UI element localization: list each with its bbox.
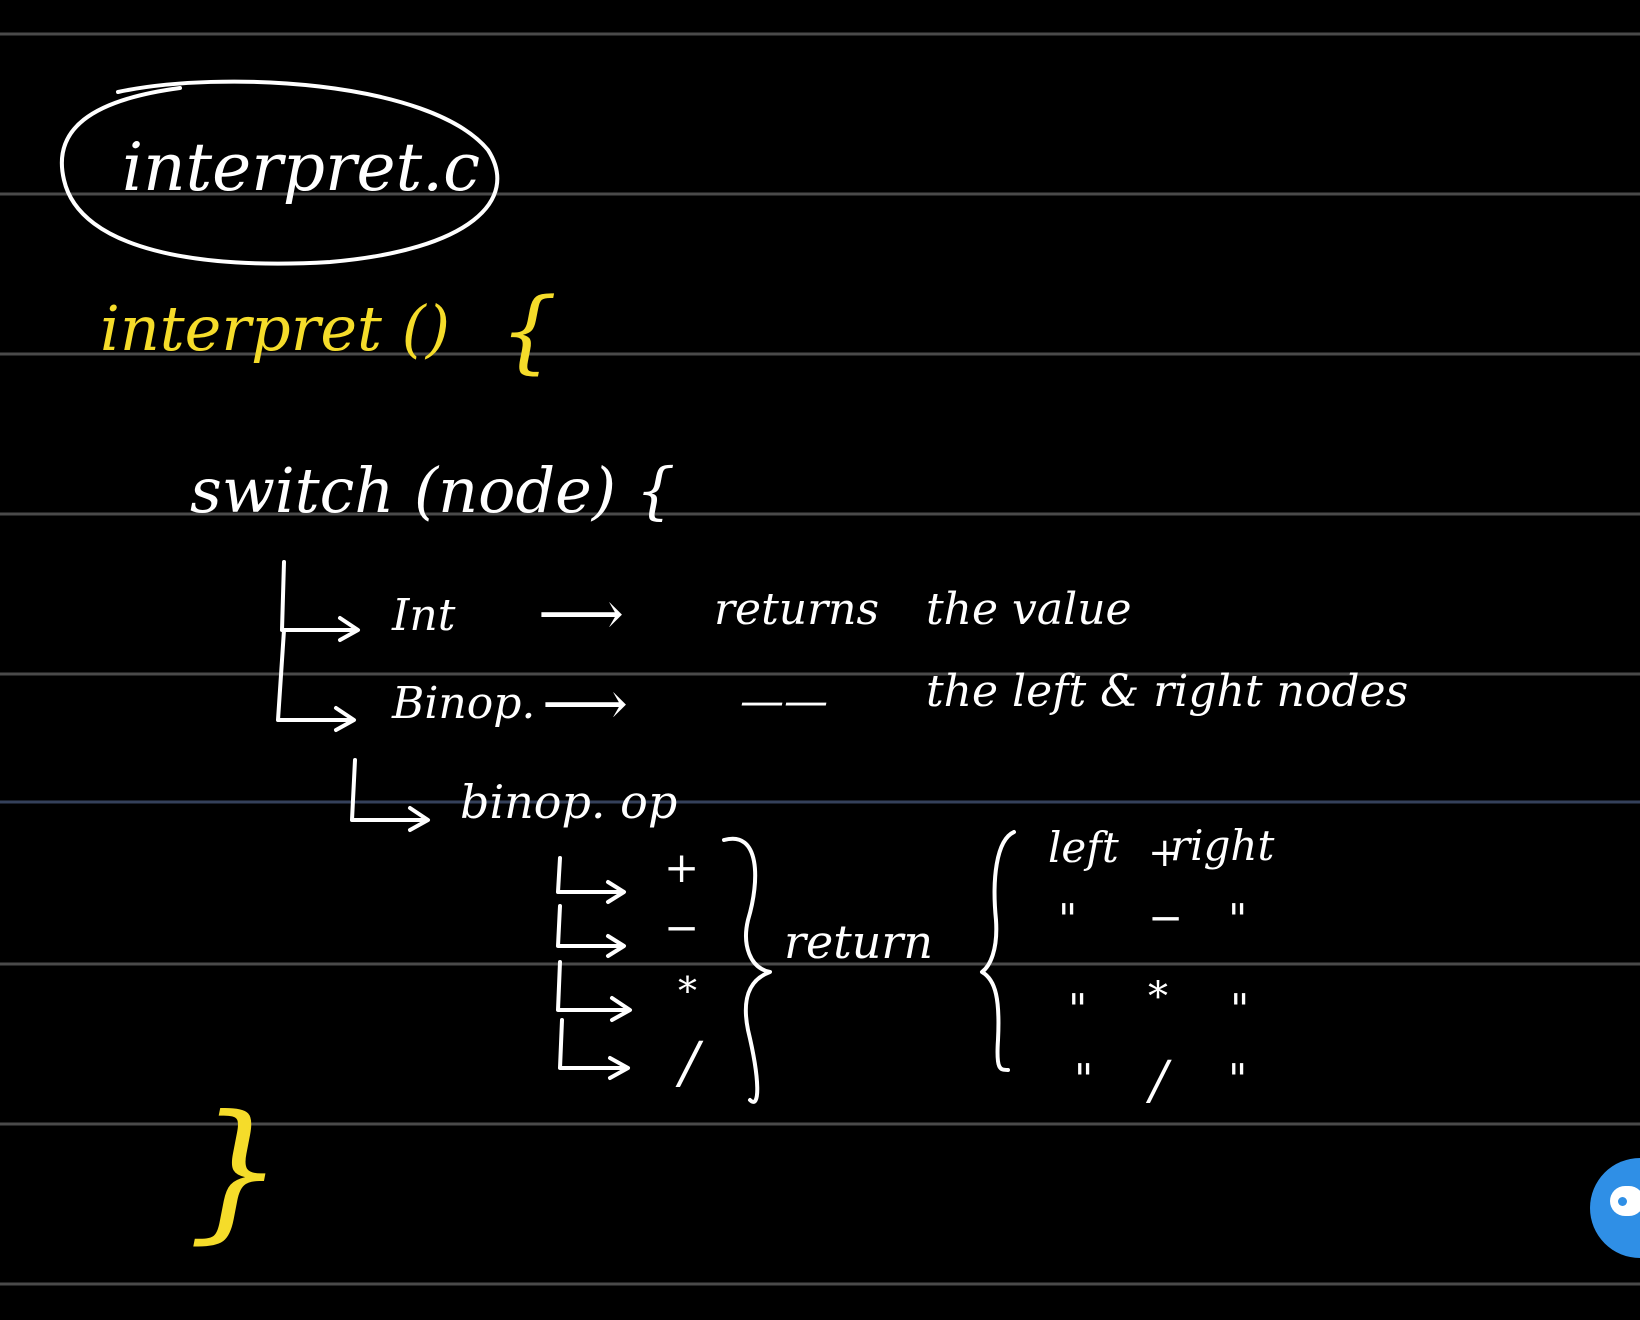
result-right-1: ": [1228, 895, 1247, 944]
branch-binop-label: Binop.: [391, 678, 535, 729]
arrowhead-op-plus: [606, 880, 626, 904]
operator-group-brace: [722, 836, 772, 1104]
switch-statement: switch (node) {: [190, 454, 675, 527]
branch-binop-result: the left & right nodes: [926, 666, 1408, 717]
title-ellipse: [59, 79, 500, 266]
arrowhead-binop-op: [408, 806, 430, 832]
chat-bubble-icon: [1610, 1186, 1640, 1216]
operator-times: *: [678, 969, 697, 1013]
result-op-3: /: [1145, 1051, 1172, 1111]
result-op-1: −: [1148, 893, 1183, 942]
file-title: interpret.c: [122, 129, 480, 206]
function-close-brace: }: [188, 1084, 283, 1258]
result-op-0: +: [1148, 830, 1182, 876]
result-left-3: ": [1074, 1055, 1093, 1104]
connector-binop-op: [350, 758, 427, 822]
branch-int-result: the value: [926, 584, 1132, 635]
branch-connectors: [276, 560, 430, 832]
result-left-1: ": [1058, 895, 1077, 944]
connector-op-times: [556, 960, 630, 1012]
operator-plus: +: [664, 843, 699, 892]
branch-int-arrow: ⟶: [538, 579, 624, 649]
arrowhead-op-divide: [608, 1056, 630, 1080]
connector-binop: [276, 628, 352, 722]
result-left-2: ": [1068, 985, 1087, 1034]
results-group-brace: [980, 830, 1016, 1072]
result-right-2: ": [1230, 985, 1249, 1034]
result-op-2: *: [1148, 974, 1168, 1020]
operator-divide: /: [675, 1031, 704, 1096]
connector-op-plus: [556, 856, 624, 894]
arrowhead-int: [338, 616, 360, 642]
result-right-0: right: [1170, 821, 1274, 870]
result-left-0: left: [1048, 823, 1119, 872]
function-signature: interpret (): [100, 292, 450, 365]
arrowhead-op-times: [610, 996, 632, 1022]
connector-op-divide: [558, 1018, 628, 1070]
branch-int-action: returns: [714, 584, 879, 635]
operator-connectors: [556, 856, 632, 1080]
connector-op-minus: [556, 904, 624, 948]
return-keyword: return: [784, 915, 933, 969]
branch-binop-op-label: binop. op: [460, 775, 677, 829]
branch-binop-action: ——: [740, 676, 828, 727]
arrowhead-op-minus: [606, 934, 626, 958]
result-right-3: ": [1228, 1055, 1247, 1104]
operator-minus: −: [664, 903, 699, 952]
ruled-lines: [0, 32, 1640, 1286]
branch-int-label: Int: [391, 590, 456, 641]
function-open-brace: {: [500, 279, 557, 384]
arrowhead-binop: [334, 706, 356, 732]
branch-binop-arrow: ⟶: [542, 669, 628, 739]
